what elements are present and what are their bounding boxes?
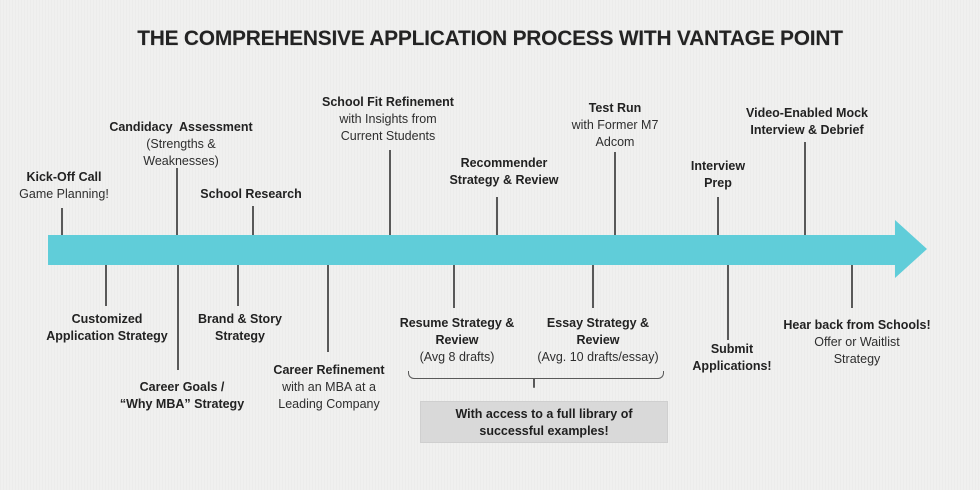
milestone-label-candidacy-assessment: Candidacy Assessment (Strengths & Weakness… (81, 119, 281, 170)
milestone-label-line: Strategy (214, 329, 266, 343)
milestone-label-line: Application Strategy (46, 329, 168, 343)
milestone-tick-kick-off-call (61, 208, 63, 235)
milestone-label-line: Career Goals / (139, 380, 225, 394)
milestone-label-line: Resume Strategy & (399, 316, 515, 330)
milestone-label-line: Applications! (692, 359, 772, 373)
milestone-label-line: Offer or Waitlist (814, 335, 900, 349)
milestone-label-line: Strategy & Review (449, 173, 559, 187)
milestone-tick-recommender-strategy (496, 197, 498, 235)
milestone-tick-brand-story-strategy (237, 265, 239, 306)
milestone-tick-career-goals-why-mba (177, 265, 179, 370)
milestone-label-line: with Insights from (339, 112, 437, 126)
milestone-label-line: School Fit Refinement (322, 95, 454, 109)
milestone-label-line: Interview (690, 159, 746, 173)
milestone-label-career-refinement: Career Refinement with an MBA at a Leading… (229, 362, 429, 413)
note-line: successful examples! (479, 424, 609, 438)
milestone-label-test-run: Test Run with Former M7 Adcom (515, 100, 715, 151)
milestone-label-hear-back-from-schools: Hear back from Schools! Offer or Waitlist… (757, 317, 957, 368)
timeline-arrow-body (48, 235, 895, 265)
milestone-label-line: Game Planning! (19, 187, 109, 201)
milestone-label-line: Strategy (833, 352, 881, 366)
milestone-label-line: Customized (71, 312, 143, 326)
milestone-label-essay-strategy-review: Essay Strategy & Review (Avg. 10 drafts/es… (498, 315, 698, 366)
milestone-label-line: Interview & Debrief (750, 123, 864, 137)
milestone-label-line: Test Run (588, 101, 642, 115)
milestone-tick-candidacy-assessment (176, 168, 178, 235)
library-brace (408, 371, 664, 379)
milestone-tick-interview-prep (717, 197, 719, 235)
milestone-label-line: Recommender (460, 156, 548, 170)
milestone-label-line: School Research (200, 187, 302, 201)
milestone-label-line: Brand & Story (197, 312, 283, 326)
milestone-label-line: Prep (704, 176, 732, 190)
milestone-label-career-goals-why-mba: Career Goals / “Why MBA” Strategy (82, 379, 282, 413)
milestone-tick-submit-applications (727, 265, 729, 340)
milestone-tick-school-research (252, 206, 254, 235)
milestone-label-resume-strategy-review: Resume Strategy & Review (Avg 8 drafts) (357, 315, 557, 366)
milestone-label-line: (Avg 8 drafts) (419, 350, 495, 364)
milestone-label-line: Weaknesses) (143, 154, 219, 168)
milestone-label-line: Candidacy Assessment (109, 120, 253, 134)
milestone-label-line: with Former M7 (571, 118, 659, 132)
milestone-tick-hear-back-from-schools (851, 265, 853, 308)
note-line: With access to a full library of (455, 407, 633, 421)
page-title: THE COMPREHENSIVE APPLICATION PROCESS WI… (137, 26, 843, 50)
milestone-tick-school-fit-refinement (389, 150, 391, 235)
milestone-label-line: Essay Strategy & (546, 316, 650, 330)
milestone-label-line: with an MBA at a (282, 380, 376, 394)
milestone-label-line: Leading Company (278, 397, 380, 411)
milestone-label-line: Review (435, 333, 479, 347)
milestone-label-line: (Strengths & (146, 137, 216, 151)
milestone-label-line: Review (576, 333, 620, 347)
library-note-box: With access to a full library of success… (420, 401, 668, 443)
milestone-label-line: Video-Enabled Mock (745, 106, 868, 120)
library-brace-tick (533, 378, 535, 388)
timeline-arrow-head (895, 220, 927, 278)
milestone-label-school-research: School Research (151, 186, 351, 203)
milestone-label-line: Career Refinement (273, 363, 385, 377)
milestone-label-line: Kick-Off Call (26, 170, 102, 184)
milestone-tick-test-run (614, 152, 616, 235)
milestone-tick-resume-strategy-review (453, 265, 455, 308)
milestone-label-line: Submit (710, 342, 754, 356)
milestone-label-line: Current Students (340, 129, 436, 143)
milestone-label-line: Hear back from Schools! (783, 318, 931, 332)
milestone-tick-video-mock-interview (804, 142, 806, 235)
milestone-tick-career-refinement (327, 265, 329, 352)
milestone-tick-essay-strategy-review (592, 265, 594, 308)
milestone-label-line: (Avg. 10 drafts/essay) (537, 350, 659, 364)
milestone-label-line: Adcom (595, 135, 635, 149)
milestone-label-line: “Why MBA” Strategy (119, 397, 245, 411)
milestone-tick-customized-application-strategy (105, 265, 107, 306)
